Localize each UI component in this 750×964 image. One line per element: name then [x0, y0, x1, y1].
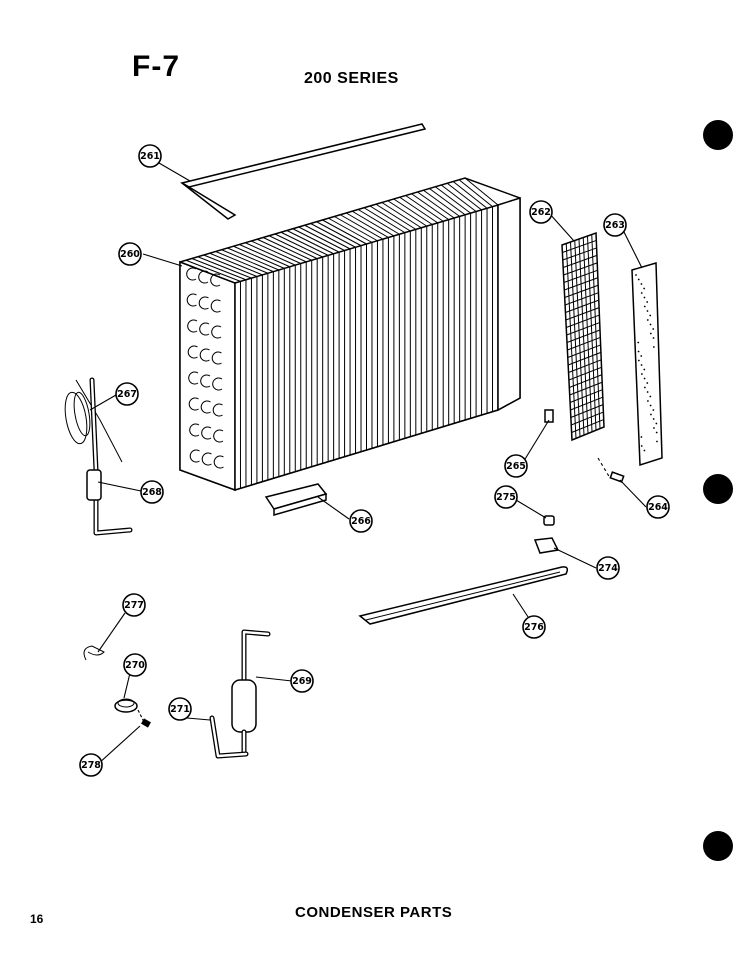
callout-277: 277	[122, 593, 146, 617]
part-capillary-tube	[64, 379, 123, 463]
callout-268: 268	[140, 480, 164, 504]
figure-id: F-7	[132, 50, 180, 83]
part-clip	[544, 409, 554, 423]
svg-text:276: 276	[524, 622, 544, 633]
part-bracket	[264, 483, 328, 516]
callout-265: 265	[504, 454, 528, 478]
callout-269: 269	[290, 669, 314, 693]
svg-text:271: 271	[170, 704, 190, 715]
svg-text:274: 274	[598, 563, 618, 574]
svg-text:269: 269	[292, 676, 312, 687]
callout-271: 271	[168, 697, 192, 721]
part-spring-clip	[83, 645, 105, 661]
callout-267: 267	[115, 382, 139, 406]
page-caption: CONDENSER PARTS	[295, 904, 453, 921]
binder-hole-top	[703, 120, 733, 150]
callout-274: 274	[596, 556, 620, 580]
part-clamp	[533, 537, 560, 554]
callout-276: 276	[522, 615, 546, 639]
svg-text:261: 261	[140, 151, 160, 162]
part-small-screw	[137, 709, 151, 728]
part-filter-screen	[561, 231, 605, 442]
svg-text:268: 268	[142, 487, 162, 498]
svg-text:270: 270	[125, 660, 145, 671]
svg-text:265: 265	[506, 461, 526, 472]
svg-text:275: 275	[496, 492, 516, 503]
part-seal-strip	[631, 262, 663, 467]
svg-text:266: 266	[351, 516, 371, 527]
part-grommet	[114, 698, 138, 713]
callout-266: 266	[349, 509, 373, 533]
svg-text:262: 262	[531, 207, 551, 218]
part-suction-tube	[209, 715, 249, 759]
svg-text:260: 260	[120, 249, 140, 260]
svg-text:264: 264	[648, 502, 668, 513]
binder-hole-middle	[703, 474, 733, 504]
binder-hole-bottom	[703, 831, 733, 861]
callout-270: 270	[123, 653, 147, 677]
svg-text:267: 267	[117, 389, 137, 400]
page-number: 16	[30, 912, 44, 926]
part-discharge-tube	[86, 377, 133, 536]
callout-278: 278	[79, 753, 103, 777]
svg-text:263: 263	[605, 220, 625, 231]
part-nut	[543, 515, 555, 526]
callout-263: 263	[603, 213, 627, 237]
series-title: 200 SERIES	[304, 70, 399, 87]
callout-264: 264	[646, 495, 670, 519]
callout-262: 262	[529, 200, 553, 224]
leader-lines	[89, 162, 647, 765]
part-drain-rod	[358, 566, 569, 625]
callout-261: 261	[138, 144, 162, 168]
callout-260: 260	[118, 242, 142, 266]
part-screw	[597, 457, 625, 483]
svg-text:277: 277	[124, 600, 144, 611]
callout-275: 275	[494, 485, 518, 509]
part-top-rail	[179, 123, 427, 220]
svg-text:278: 278	[81, 760, 101, 771]
part-condenser-coil	[179, 177, 521, 492]
part-accumulator	[231, 629, 271, 757]
